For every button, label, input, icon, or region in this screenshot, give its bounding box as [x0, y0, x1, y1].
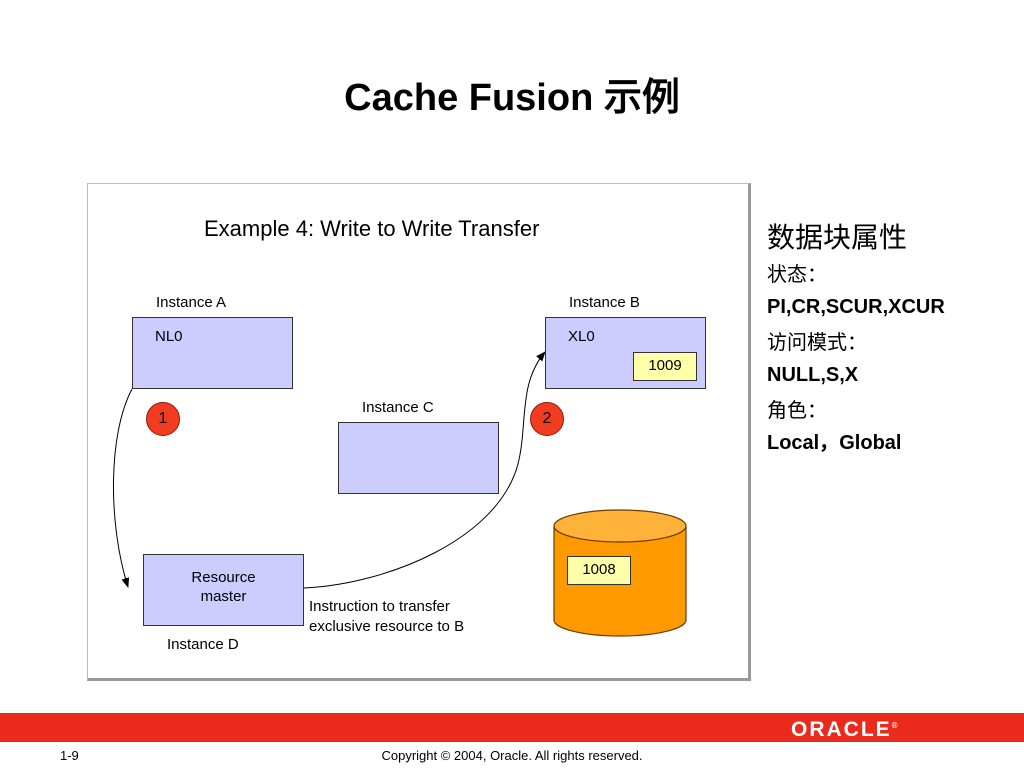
instance-a-lock-mode: NL0	[155, 328, 183, 345]
instruction-note: Instruction to transfer exclusive resour…	[309, 597, 464, 637]
instance-b-box: XL0 1009	[545, 317, 706, 389]
resource-master-line1: Resource	[191, 569, 256, 586]
instance-d-label: Instance D	[167, 636, 239, 653]
instance-a-label: Instance A	[156, 294, 227, 311]
instance-c-box	[338, 422, 499, 494]
role-values: Local，Global	[767, 432, 902, 454]
access-mode-values: NULL,S,X	[767, 364, 859, 386]
arrow-master-to-b	[303, 351, 546, 589]
diagram-figure: Example 4: Write to Write Transfer Insta…	[87, 183, 751, 681]
resource-master-box: Resource master	[143, 554, 304, 626]
instance-b-lock-mode: XL0	[568, 328, 595, 345]
step-2-badge: 2	[530, 402, 564, 436]
state-values: PI,CR,SCUR,XCUR	[767, 296, 945, 318]
instance-c-label: Instance C	[362, 399, 434, 416]
slide-title: Cache Fusion 示例	[344, 77, 680, 119]
instance-b-block: 1009	[633, 352, 697, 381]
oracle-logo: ORACLE®	[791, 718, 898, 742]
slide-number: 1-9	[60, 748, 79, 763]
resource-master-line2: master	[200, 588, 247, 605]
arrow-a-to-master	[112, 388, 133, 588]
connector-arrows	[112, 351, 546, 589]
instance-b-label: Instance B	[569, 294, 640, 311]
block-attributes-panel: 数据块属性 状态： PI,CR,SCUR,XCUR 访问模式： NULL,S,X…	[767, 216, 945, 460]
block-attributes-heading: 数据块属性	[767, 222, 908, 253]
state-label: 状态：	[767, 264, 827, 286]
access-mode-label: 访问模式：	[767, 332, 867, 354]
step-1-badge: 1	[146, 402, 180, 436]
role-label: 角色：	[767, 400, 827, 422]
instruction-note-line2: exclusive resource to B	[309, 618, 465, 635]
diagram-title: Example 4: Write to Write Transfer	[204, 216, 540, 241]
disk-block: 1008	[567, 556, 631, 585]
resource-master-text: Resource master	[144, 568, 303, 606]
trademark-mark: ®	[891, 721, 898, 730]
footer-bar	[0, 713, 1024, 742]
instruction-note-line1: Instruction to transfer	[309, 598, 450, 615]
instance-a-box: NL0	[132, 317, 293, 389]
copyright-text: Copyright © 2004, Oracle. All rights res…	[381, 748, 643, 763]
oracle-logo-text: ORACLE	[791, 718, 892, 741]
